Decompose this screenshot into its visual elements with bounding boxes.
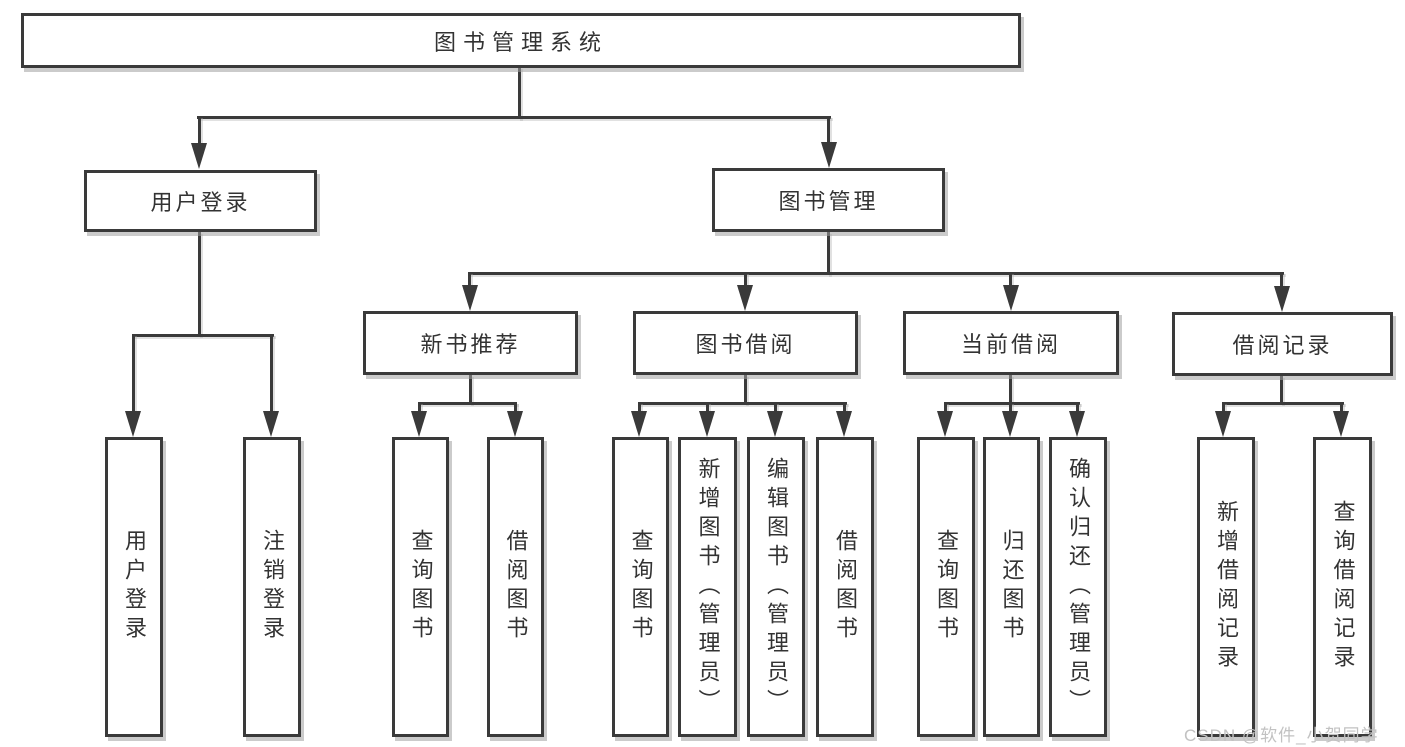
connector-line: [774, 402, 777, 415]
connector-line: [418, 402, 517, 405]
arrowhead-down-icon: [1069, 411, 1085, 437]
connector-line: [744, 272, 747, 290]
connector-line: [706, 402, 709, 415]
arrowhead-down-icon: [1215, 411, 1231, 437]
connector-line: [827, 232, 830, 275]
connector-line: [518, 67, 521, 119]
connector-line: [270, 334, 273, 414]
connector-line: [197, 116, 831, 119]
connector-line: [468, 272, 471, 290]
leaf-query-books-current: 查询图书: [917, 437, 975, 737]
arrowhead-down-icon: [767, 411, 783, 437]
connector-line: [514, 402, 517, 415]
arrowhead-down-icon: [631, 411, 647, 437]
leaf-edit-book-admin: 编辑图书（管理员）: [747, 437, 805, 737]
arrowhead-down-icon: [191, 143, 207, 169]
arrowhead-down-icon: [125, 411, 141, 437]
connector-line: [468, 272, 1284, 275]
connector-line: [827, 116, 830, 145]
arrowhead-down-icon: [1003, 285, 1019, 311]
node-new-book-recommendation: 新书推荐: [363, 311, 578, 375]
leaf-confirm-return-admin: 确认归还（管理员）: [1049, 437, 1107, 737]
arrowhead-down-icon: [411, 411, 427, 437]
connector-line: [944, 402, 947, 415]
connector-line: [1280, 272, 1283, 290]
arrowhead-down-icon: [1002, 411, 1018, 437]
connector-line: [843, 402, 846, 415]
arrowhead-down-icon: [507, 411, 523, 437]
connector-line: [638, 402, 641, 415]
leaf-logout: 注销登录: [243, 437, 301, 737]
connector-line: [1222, 402, 1225, 415]
connector-line: [469, 375, 472, 404]
connector-line: [198, 116, 201, 146]
arrowhead-down-icon: [836, 411, 852, 437]
node-current-borrowing: 当前借阅: [903, 311, 1119, 375]
node-borrowing-records: 借阅记录: [1172, 312, 1393, 376]
leaf-query-books-recommend: 查询图书: [392, 437, 449, 737]
arrowhead-down-icon: [937, 411, 953, 437]
connector-line: [1009, 375, 1012, 404]
arrowhead-down-icon: [699, 411, 715, 437]
connector-line: [418, 402, 421, 415]
connector-line: [744, 375, 747, 404]
connector-line: [1280, 376, 1283, 404]
leaf-return-books: 归还图书: [983, 437, 1040, 737]
leaf-query-books-borrowing: 查询图书: [612, 437, 669, 737]
connector-line: [1340, 402, 1343, 415]
node-book-borrowing: 图书借阅: [633, 311, 858, 375]
node-library-management-system: 图书管理系统: [21, 13, 1021, 68]
leaf-query-borrow-record: 查询借阅记录: [1313, 437, 1372, 737]
leaf-user-login: 用户登录: [105, 437, 163, 737]
arrowhead-down-icon: [821, 142, 837, 168]
arrowhead-down-icon: [263, 411, 279, 437]
connector-line: [1009, 272, 1012, 290]
leaf-borrow-books-borrowing: 借阅图书: [816, 437, 874, 737]
arrowhead-down-icon: [1274, 286, 1290, 312]
leaf-borrow-books-recommend: 借阅图书: [487, 437, 544, 737]
arrowhead-down-icon: [1333, 411, 1349, 437]
node-book-management: 图书管理: [712, 168, 945, 232]
connector-line: [132, 334, 274, 337]
connector-line: [1076, 402, 1079, 415]
connector-line: [198, 232, 201, 336]
leaf-add-borrow-record: 新增借阅记录: [1197, 437, 1255, 737]
connector-line: [1009, 402, 1012, 415]
connector-line: [132, 334, 135, 414]
arrowhead-down-icon: [737, 285, 753, 311]
watermark: CSDN @软件_小贺同学: [1184, 726, 1379, 745]
connector-line: [1222, 402, 1344, 405]
arrowhead-down-icon: [462, 285, 478, 311]
node-user-login: 用户登录: [84, 170, 317, 232]
leaf-add-book-admin: 新增图书（管理员）: [678, 437, 737, 737]
connector-line: [944, 402, 1080, 405]
connector-line: [638, 402, 847, 405]
